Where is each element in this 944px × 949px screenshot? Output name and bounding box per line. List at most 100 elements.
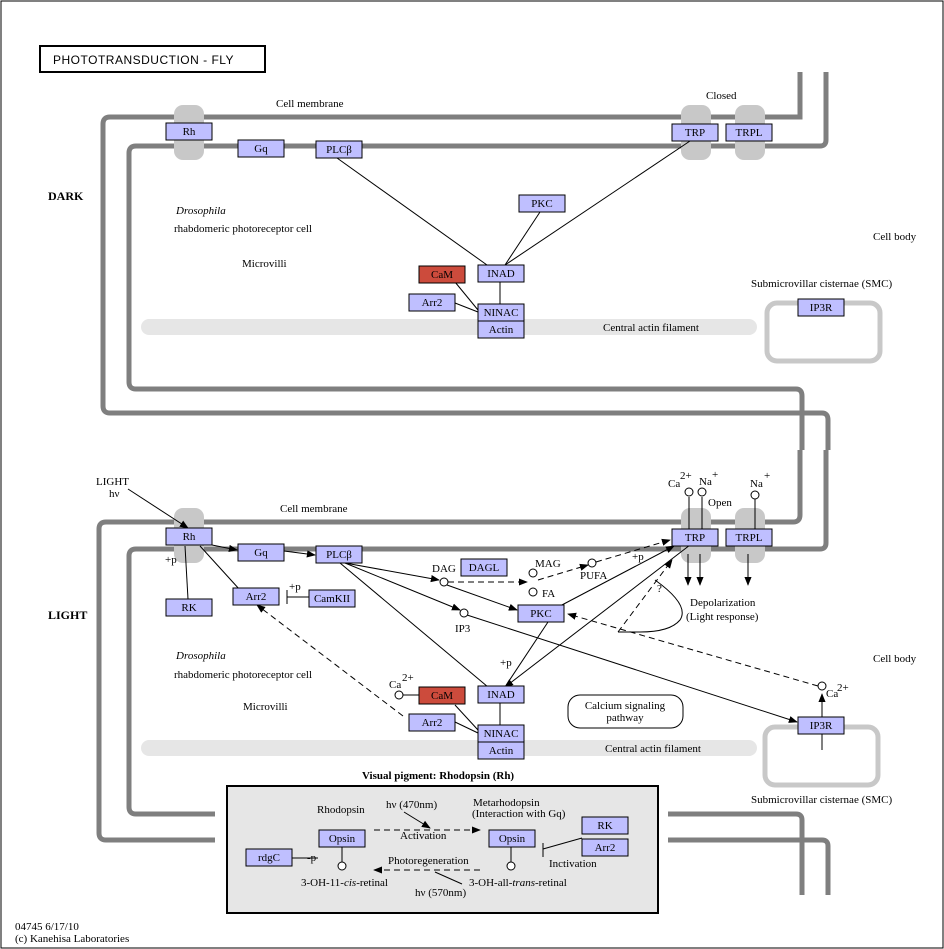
dark-gene-cam[interactable]: CaM	[418, 265, 466, 284]
dark-gene-arr2[interactable]: Arr2	[408, 293, 456, 312]
visual-activation-label: Activation	[400, 830, 447, 842]
light-open-label: Open	[708, 497, 732, 509]
light-na2-charge: +	[764, 470, 770, 482]
light-ca-ip3r-compound	[817, 681, 827, 691]
svg-text:pathway: pathway	[606, 712, 644, 724]
light-dag-compound	[439, 577, 449, 587]
light-gene-ninac[interactable]: NINAC	[477, 724, 525, 743]
light-actin-filament	[141, 740, 757, 756]
light-dag-label: DAG	[432, 563, 456, 575]
light-depolarization-bracket	[618, 579, 683, 633]
light-gene-pkc[interactable]: PKC	[517, 604, 565, 623]
svg-text:PKC: PKC	[531, 198, 552, 210]
light-ca-compound	[684, 487, 694, 497]
visual-gene-opsin-left[interactable]: Opsin	[318, 829, 366, 848]
dark-gene-ip3r[interactable]: IP3R	[797, 298, 845, 317]
visual-photoregeneration-label: Photoregeneration	[388, 855, 469, 867]
light-ip3-compound	[459, 608, 469, 618]
light-gene-trpl[interactable]: TRPL	[725, 528, 773, 547]
dark-gene-inad[interactable]: INAD	[477, 264, 525, 283]
dark-rhabdomeric-label: rhabdomeric photoreceptor cell	[174, 223, 312, 235]
light-gene-cam[interactable]: CaM	[418, 686, 466, 705]
light-gene-rh[interactable]: Rh	[165, 527, 213, 546]
light-edge-rh-gq	[211, 544, 238, 552]
visual-minus-p-label: -p	[307, 852, 317, 864]
svg-text:Gq: Gq	[254, 143, 268, 155]
light-edge-question-trp	[617, 559, 673, 633]
visual-gene-rdgc[interactable]: rdgC	[245, 848, 293, 867]
light-edge-arr2-arr2	[256, 604, 404, 717]
svg-text:Arr2: Arr2	[595, 842, 616, 854]
light-ca-cam-label: Ca	[389, 679, 401, 691]
dark-outer-membrane	[100, 72, 831, 450]
light-inner-membrane	[126, 450, 829, 817]
light-ca-charge: 2+	[680, 470, 692, 482]
light-gene-arr2-top[interactable]: Arr2	[232, 587, 280, 606]
visual-metarhodopsin-label: Metarhodopsin	[473, 797, 540, 809]
light-gene-dagl[interactable]: DAGL	[460, 558, 508, 577]
light-ip3-label: IP3	[455, 623, 471, 635]
dark-gene-gq[interactable]: Gq	[237, 139, 285, 158]
light-na2-compound	[750, 490, 760, 500]
svg-text:Opsin: Opsin	[499, 833, 526, 845]
light-edge-rh-arr2	[199, 545, 241, 591]
light-edge-ca-pkc	[567, 612, 819, 687]
light-microvilli-label: Microvilli	[243, 701, 288, 713]
svg-text:TRPL: TRPL	[736, 127, 763, 139]
dark-gene-rh[interactable]: Rh	[165, 122, 213, 141]
visual-edge-hv570	[434, 871, 463, 885]
dark-gene-plcb[interactable]: PLCβ	[315, 140, 363, 159]
dark-smc-label: Submicrovillar cisternae (SMC)	[751, 278, 892, 290]
svg-text:Gq: Gq	[254, 547, 268, 559]
light-section-label: LIGHT	[48, 608, 87, 622]
visual-gene-opsin-right[interactable]: Opsin	[488, 829, 536, 848]
visual-gene-arr2[interactable]: Arr2	[581, 838, 629, 857]
light-gene-camkii[interactable]: CamKII	[308, 589, 356, 608]
light-gene-rk[interactable]: RK	[165, 598, 213, 617]
light-gene-arr2[interactable]: Arr2	[408, 713, 456, 732]
dark-gene-ninac[interactable]: NINAC	[477, 303, 525, 322]
light-ca-cam-charge: 2+	[402, 672, 414, 684]
light-ca-ip3r-label: Ca	[826, 688, 838, 700]
light-gene-actin[interactable]: Actin	[477, 741, 525, 760]
svg-text:IP3R: IP3R	[810, 720, 833, 732]
dark-inner-membrane	[126, 72, 829, 450]
light-gene-trp[interactable]: TRP	[671, 528, 719, 547]
light-edge-mag-pufa	[537, 563, 589, 581]
light-gene-inad[interactable]: INAD	[477, 685, 525, 704]
light-response-label: (Light response)	[686, 611, 759, 623]
svg-text:rdgC: rdgC	[258, 852, 280, 864]
light-edge-light-rh	[127, 488, 189, 529]
visual-cis-retinal-label: 3-OH-11-cis-retinal	[301, 877, 388, 889]
visual-trans-retinal-compound	[506, 861, 516, 871]
dark-closed-label: Closed	[706, 90, 737, 102]
dark-gene-pkc[interactable]: PKC	[518, 194, 566, 213]
svg-text:NINAC: NINAC	[484, 728, 519, 740]
light-edge-arr2-ninac	[454, 721, 479, 734]
light-smc-label: Submicrovillar cisternae (SMC)	[751, 794, 892, 806]
svg-text:RK: RK	[181, 602, 196, 614]
light-label: LIGHT	[96, 476, 129, 488]
visual-cis-retinal-compound	[337, 861, 347, 871]
calcium-signaling-pathway-link[interactable]: Calcium signaling pathway	[567, 694, 684, 729]
light-fa-compound	[528, 587, 538, 597]
visual-heading: Visual pigment: Rhodopsin (Rh)	[362, 770, 514, 782]
light-edge-cam-ninac	[454, 704, 479, 731]
dark-gene-actin[interactable]: Actin	[477, 320, 525, 339]
light-gene-ip3r[interactable]: IP3R	[797, 716, 845, 735]
svg-text:TRP: TRP	[685, 532, 705, 544]
light-gene-gq[interactable]: Gq	[237, 543, 285, 562]
svg-text:Rh: Rh	[183, 126, 196, 138]
light-gene-plcb[interactable]: PLCβ	[315, 545, 363, 564]
visual-edge-hv470	[403, 811, 431, 829]
dark-gene-trp[interactable]: TRP	[671, 123, 719, 142]
light-fa-label: FA	[542, 588, 555, 600]
dark-gene-trpl[interactable]: TRPL	[725, 123, 773, 142]
dark-central-actin-label: Central actin filament	[603, 322, 699, 334]
light-edge-pufa-trp	[595, 538, 671, 563]
visual-hv470-label: hν (470nm)	[386, 799, 437, 811]
visual-gene-rk[interactable]: RK	[581, 816, 629, 835]
